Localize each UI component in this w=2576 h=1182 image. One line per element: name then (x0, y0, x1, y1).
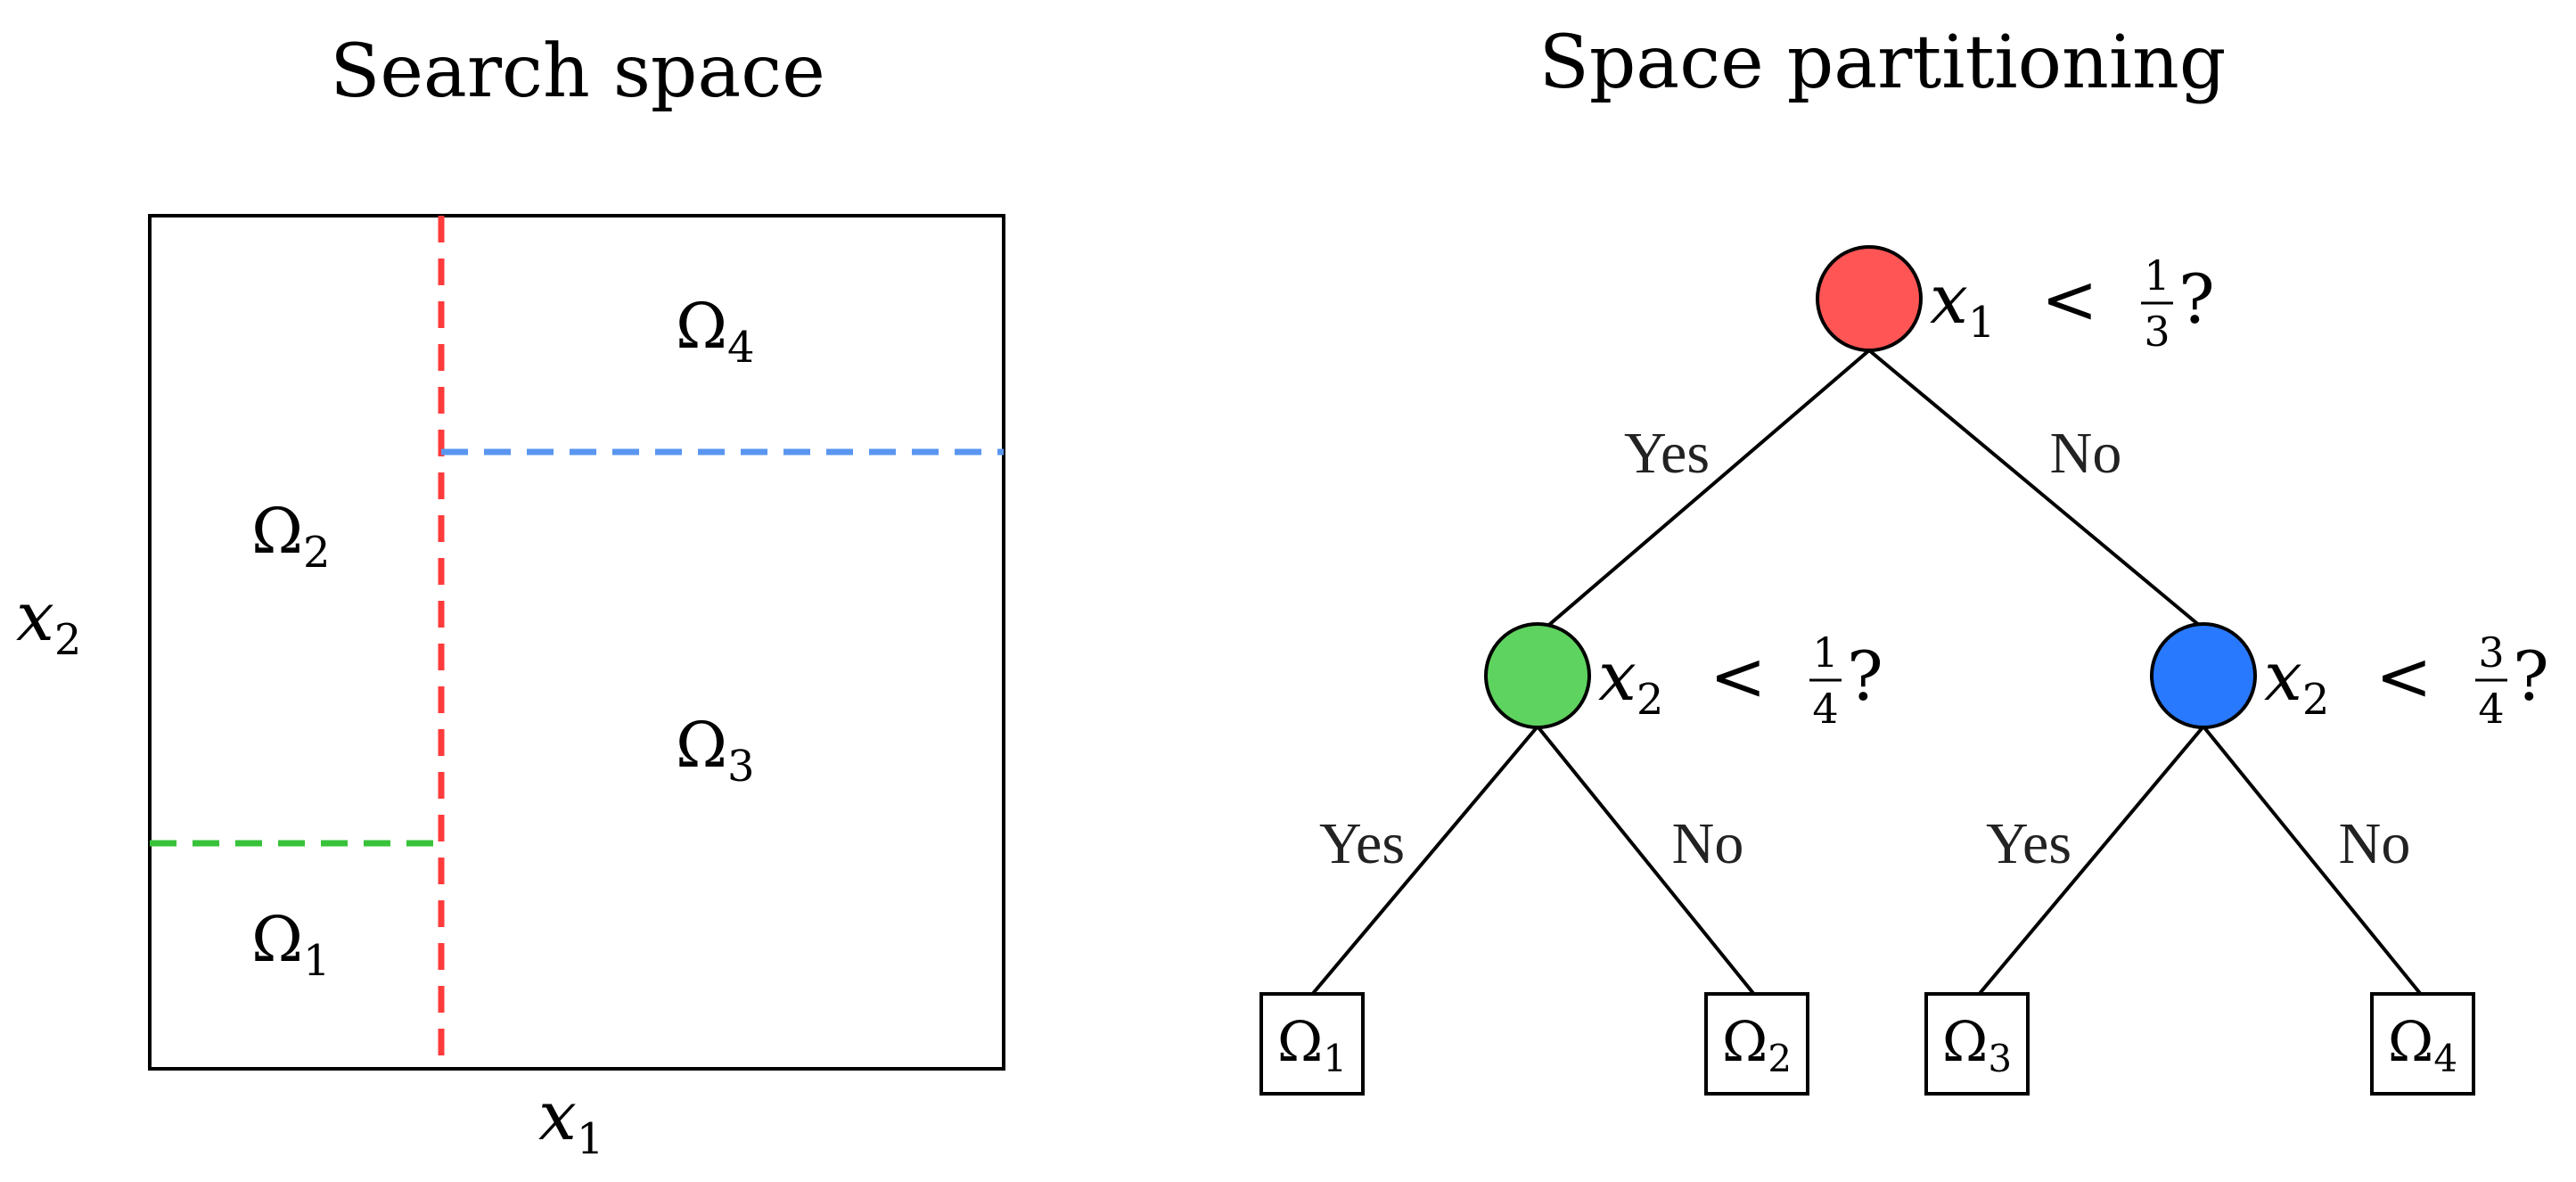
y-axis-label: x2 (16, 577, 81, 665)
condition-root: x1 < 1 3 ? (1930, 251, 2215, 356)
svg-text:<: < (1710, 636, 1767, 716)
svg-text:?: ? (2178, 259, 2215, 339)
svg-text:x2: x2 (2264, 636, 2329, 725)
edge-left-leaf2 (1536, 725, 1758, 998)
region-omega-1: Ω1 (251, 903, 331, 986)
svg-text:Ω1: Ω1 (1277, 1009, 1347, 1080)
svg-text:3: 3 (2144, 308, 2170, 356)
edge-left-leaf1 (1309, 725, 1539, 998)
edge-root-right (1867, 349, 2212, 636)
svg-text:Ω3: Ω3 (1942, 1009, 2012, 1080)
right-panel-title: Space partitioning (1539, 21, 2227, 105)
edge-label-no-right: No (2339, 811, 2411, 876)
svg-text:?: ? (2513, 636, 2549, 716)
svg-text:4: 4 (1812, 685, 1838, 733)
svg-text:Ω4: Ω4 (2388, 1009, 2457, 1080)
edge-root-left (1536, 349, 1871, 636)
region-omega-3: Ω3 (676, 709, 755, 792)
condition-right: x2 < 3 4 ? (2264, 628, 2549, 733)
edge-label-no-left: No (1672, 811, 1744, 876)
edge-right-leaf4 (2202, 725, 2424, 998)
svg-text:4: 4 (2478, 685, 2504, 733)
node-right (2150, 622, 2257, 729)
search-space-box (148, 214, 1005, 1071)
leaf-omega-1: Ω1 (1259, 992, 1365, 1096)
svg-text:Ω2: Ω2 (1722, 1009, 1792, 1080)
x-axis-label: x1 (538, 1076, 603, 1164)
svg-text:<: < (2041, 259, 2098, 339)
leaf-omega-3: Ω3 (1924, 992, 2030, 1096)
edge-label-yes-left: Yes (1319, 811, 1405, 876)
left-panel-title: Search space (330, 29, 825, 114)
node-root (1816, 245, 1923, 352)
region-omega-4: Ω4 (676, 290, 755, 373)
region-omega-2: Ω2 (251, 495, 331, 578)
svg-text:x1: x1 (1930, 259, 1995, 348)
svg-text:<: < (2375, 636, 2432, 716)
edge-label-no-root: No (2050, 421, 2122, 486)
condition-left: x2 < 1 4 ? (1598, 628, 1883, 733)
leaf-omega-4: Ω4 (2370, 992, 2475, 1096)
svg-text:x2: x2 (1598, 636, 1663, 725)
leaf-omega-2: Ω2 (1704, 992, 1809, 1096)
svg-text:3: 3 (2478, 628, 2504, 677)
svg-text:1: 1 (2144, 251, 2170, 300)
edge-label-yes-right: Yes (1986, 811, 2071, 876)
svg-text:?: ? (1847, 636, 1883, 716)
edge-right-leaf3 (1975, 725, 2205, 998)
svg-text:1: 1 (1812, 628, 1838, 677)
edge-label-yes-root: Yes (1624, 421, 1710, 486)
node-left (1484, 622, 1591, 729)
